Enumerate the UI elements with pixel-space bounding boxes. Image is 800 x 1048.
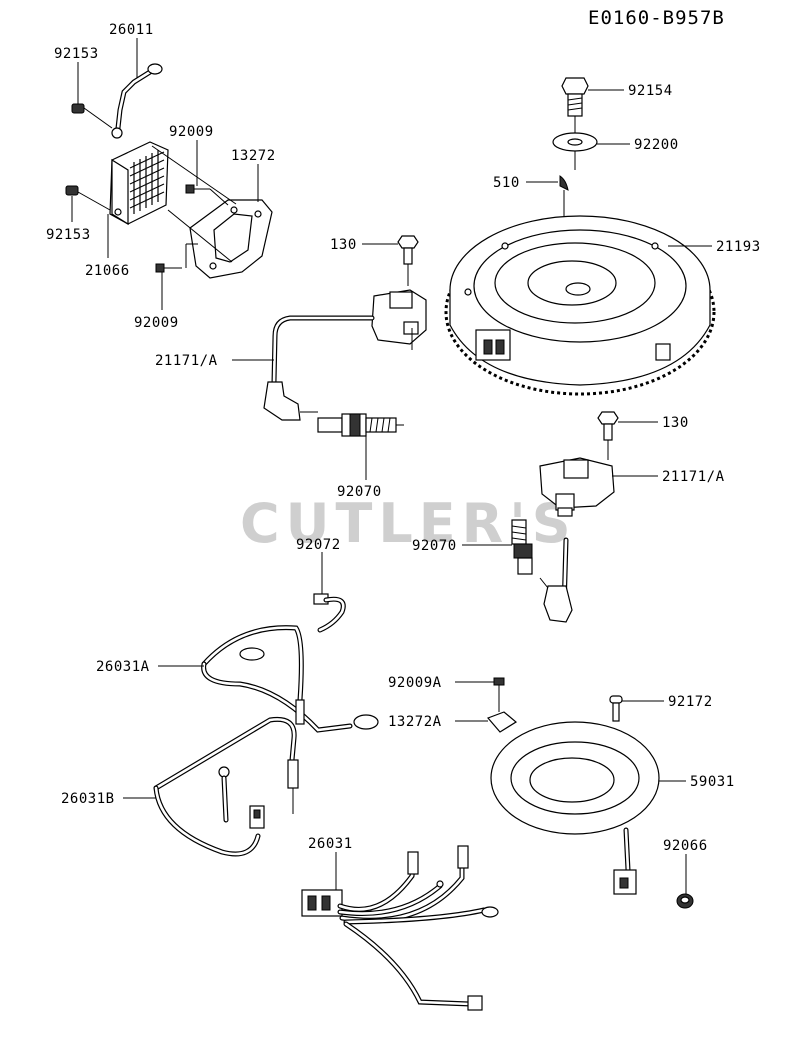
callout-92009-lower: 92009 [134,315,179,331]
callout-26011: 26011 [109,22,154,38]
callout-92072: 92072 [296,537,341,553]
callout-92154: 92154 [628,83,673,99]
callout-92070-upper: 92070 [337,484,382,500]
bolt-92154 [561,77,589,136]
screw-92153-top [71,103,113,129]
bolt-130-lower [597,411,619,460]
callout-92009A: 92009A [388,675,442,691]
washer-92200 [552,132,598,170]
callout-92172: 92172 [668,694,713,710]
screw-92009-lower [155,243,198,273]
callout-labels: 26011 92153 92009 13272 92153 21066 9200… [46,22,761,854]
ignition-coil-upper [263,289,427,421]
screw-92009A [493,677,505,712]
spark-plug-lower [511,519,533,575]
bracket-13272A [486,711,518,733]
harness-26031A [201,625,379,733]
harness-26031 [301,845,499,1011]
callout-92153-bottom: 92153 [46,227,91,243]
callout-92066: 92066 [663,838,708,854]
callout-26031B: 26031B [61,791,115,807]
diagram-code: E0160-B957B [588,7,725,29]
ignition-coil-lower [539,457,615,623]
screw-92009-upper [185,184,229,206]
clip-92072 [313,593,346,633]
screw-92172 [609,695,623,722]
callout-21171A-upper: 21171/A [155,353,218,369]
callout-26031A: 26031A [96,659,150,675]
callout-21193: 21193 [716,239,761,255]
callout-92200: 92200 [634,137,679,153]
callout-92153-top: 92153 [54,46,99,62]
callout-130-upper: 130 [330,237,357,253]
callout-21066: 21066 [85,263,130,279]
callout-510: 510 [493,175,520,191]
callout-92009-upper: 92009 [169,124,214,140]
callout-13272: 13272 [231,148,276,164]
stator-59031 [490,721,660,895]
callout-92070-lower: 92070 [412,538,457,554]
regulator-assembly [65,63,273,279]
callout-13272A: 13272A [388,714,442,730]
spark-plug-upper [317,413,404,437]
nut-92066 [676,893,694,909]
callout-130-lower: 130 [662,415,689,431]
regulator-body [109,141,169,226]
flywheel-magnet [475,329,511,361]
callout-59031: 59031 [690,774,735,790]
harness-26031B [153,716,299,857]
gasket-plate-13272 [151,145,273,279]
flywheel-assembly [397,77,716,396]
leader-lines [71,38,712,894]
callout-21171A-lower: 21171/A [662,469,725,485]
flywheel-21193 [444,215,716,396]
bolt-130-upper [397,235,419,286]
callout-26031: 26031 [308,836,353,852]
screw-92153-bottom [65,185,111,211]
